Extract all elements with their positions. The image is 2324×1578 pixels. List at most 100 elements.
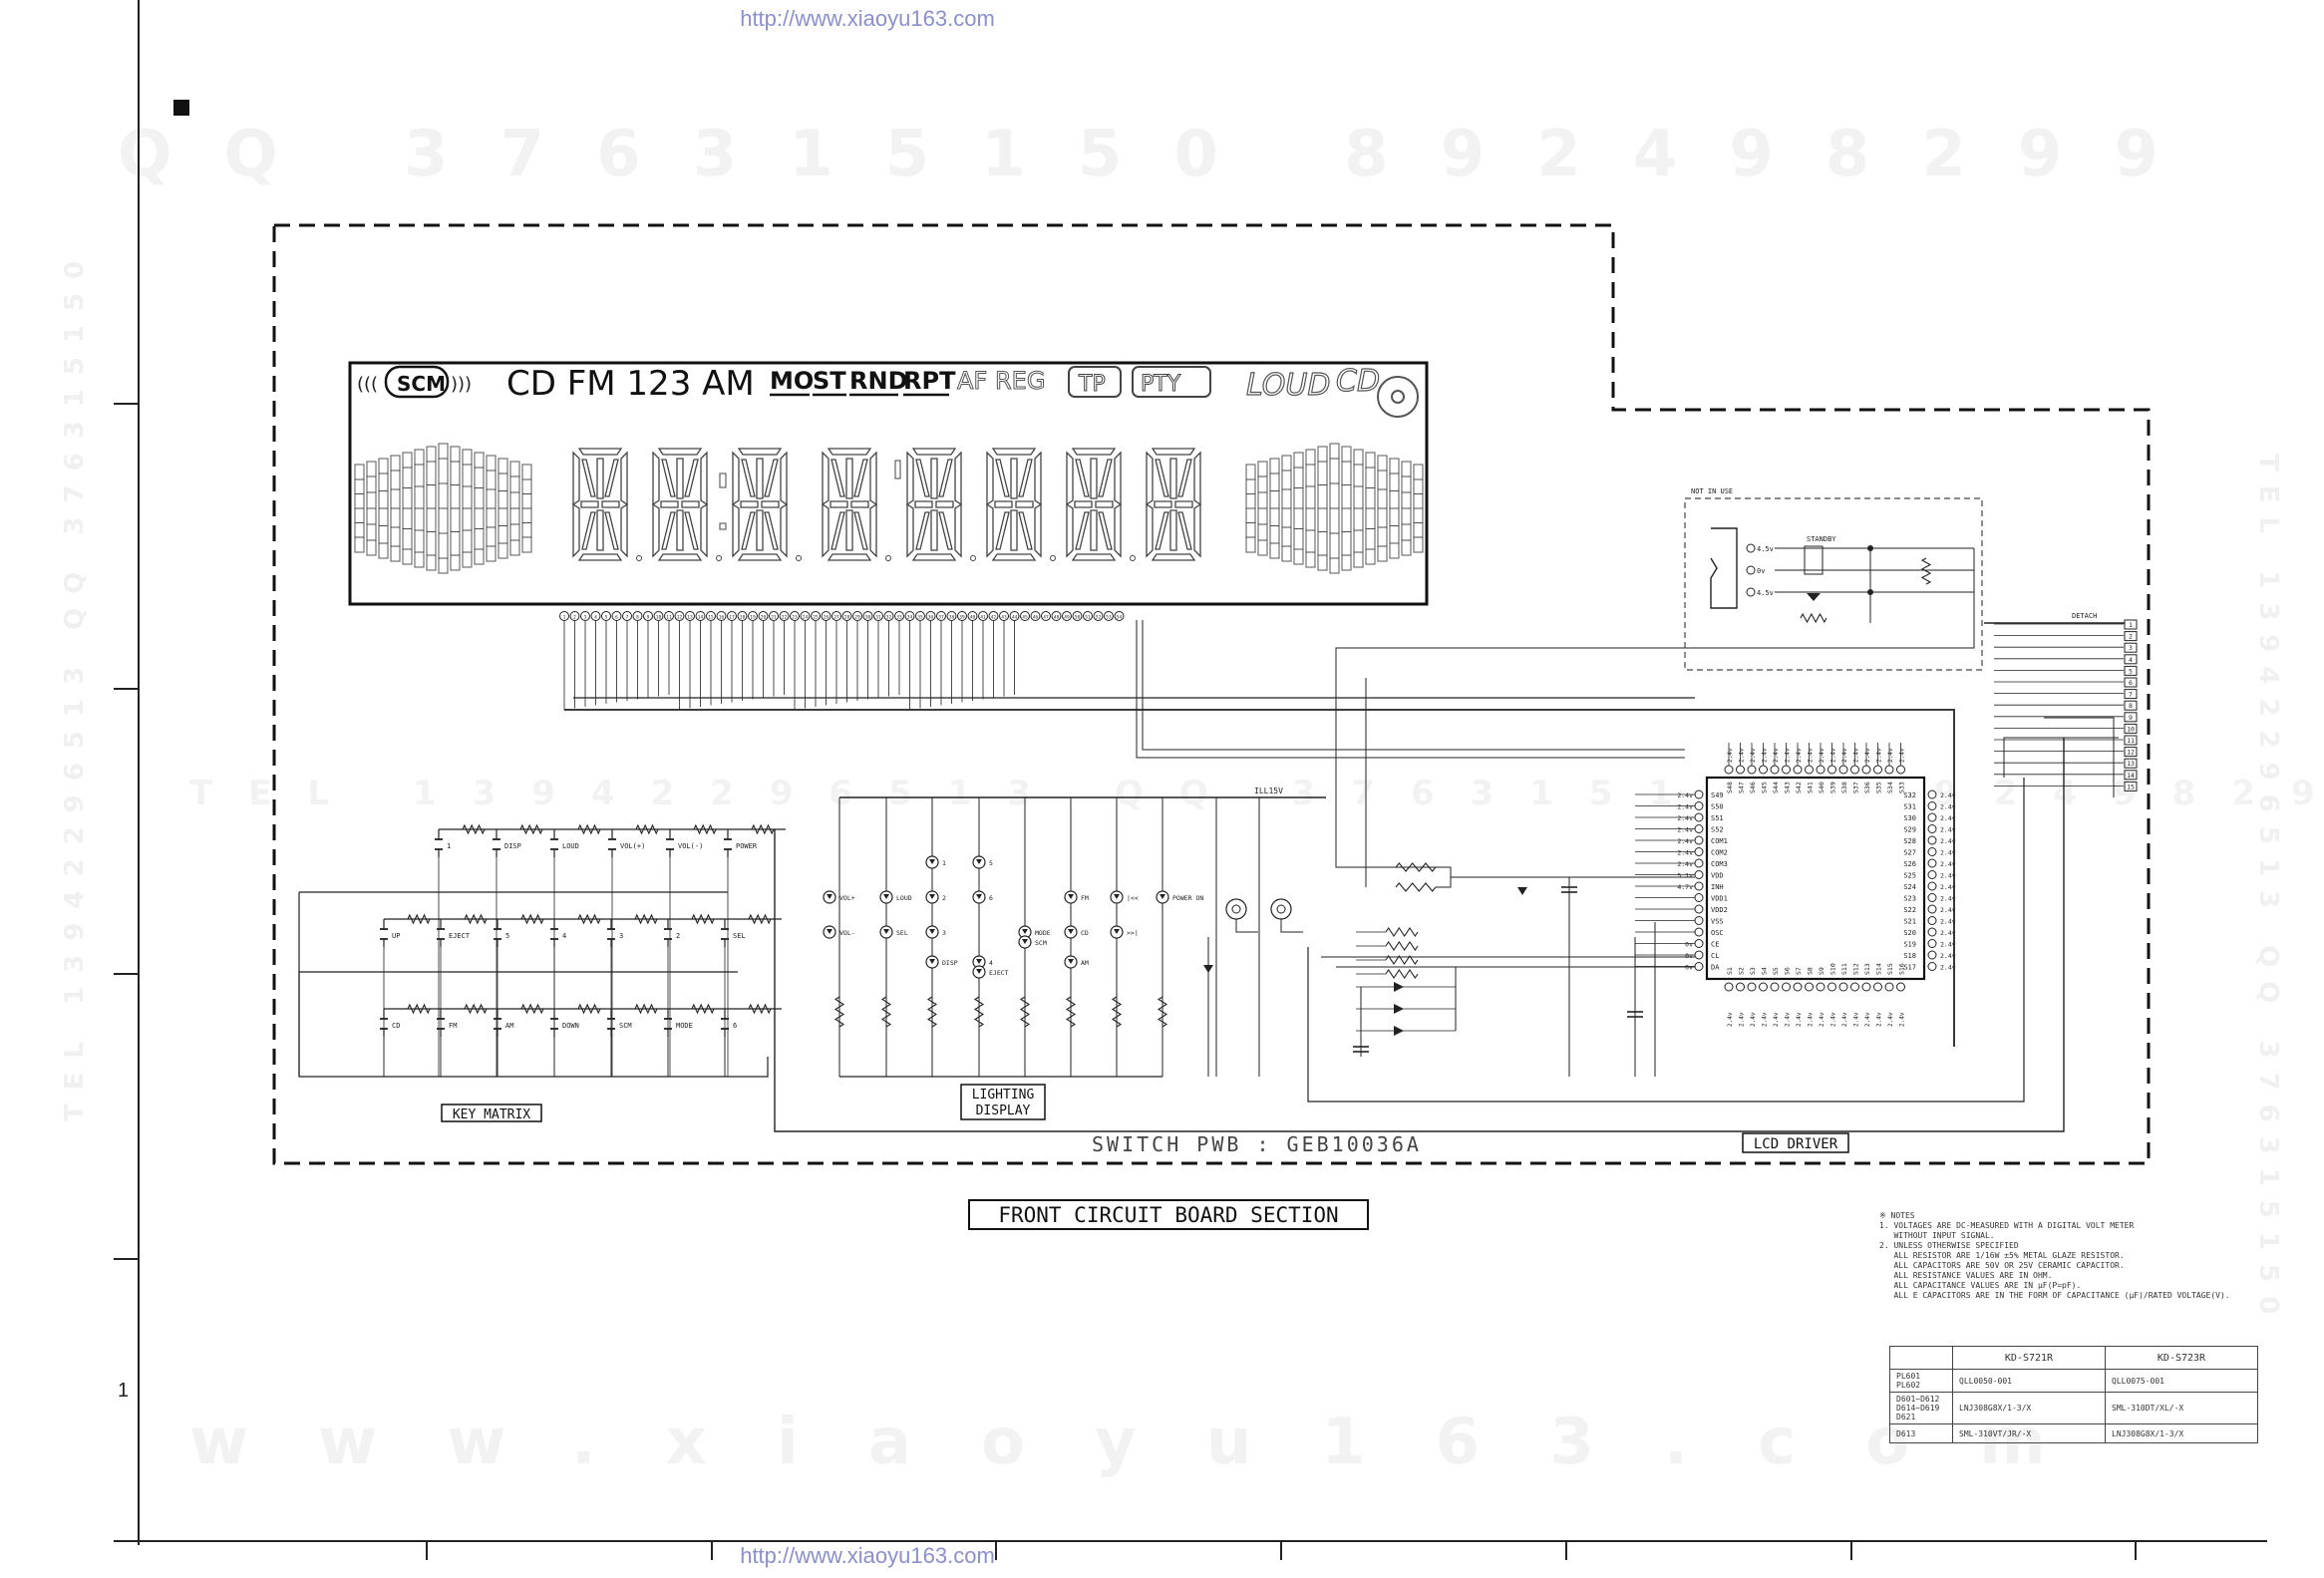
circuit-label: S15: [1886, 963, 1894, 975]
segment: [850, 500, 869, 508]
circuit-label: 51: [1085, 615, 1091, 621]
circuit-label: SEL: [896, 929, 908, 937]
segment: [676, 509, 684, 551]
circuit-label: 25: [813, 615, 819, 621]
circuit-label: 2.4v: [1940, 906, 1956, 914]
circuit-label: S52: [1711, 826, 1724, 834]
circuit-label: 37: [938, 615, 944, 621]
ic-pin: [1694, 847, 1704, 856]
circuit-label: 2.4v: [1773, 1012, 1780, 1027]
circuit-label: 42: [991, 615, 997, 621]
circuit-label: 6: [733, 1022, 737, 1030]
segment: [620, 451, 628, 506]
circuit-label: S14: [1875, 963, 1883, 975]
segment: [930, 509, 938, 551]
circuit-label: 2.4v: [1940, 952, 1956, 960]
circuit-label: COM3: [1711, 860, 1728, 868]
column-tick: [995, 1540, 997, 1560]
ribbon-wire: [1142, 620, 1685, 751]
scm-label: SCM: [397, 372, 446, 396]
circuit-label: 2.4v: [1899, 748, 1906, 763]
segment: [830, 511, 845, 550]
footer-url[interactable]: http://www.xiaoyu163.com: [740, 1543, 995, 1568]
resistor: [973, 996, 985, 1028]
lamp-filament: [1231, 904, 1241, 914]
resistor: [693, 823, 717, 835]
header-url[interactable]: http://www.xiaoyu163.com: [740, 6, 995, 31]
circuit-label: 2: [676, 932, 680, 940]
circuit-label: 2.4v: [1750, 1012, 1757, 1027]
segment: [764, 511, 779, 550]
connector-pin: [2124, 723, 2138, 734]
segment: [822, 502, 830, 558]
segment-digit: [822, 448, 877, 561]
led-arrow-icon: [929, 894, 935, 899]
ic-pin: [1927, 881, 1937, 891]
circuit-label: 2.4v: [1677, 814, 1693, 822]
circuit-label: 2.4v: [1677, 837, 1693, 845]
segment: [577, 448, 623, 456]
cd-logo: CD: [1336, 364, 1380, 399]
segment: [676, 458, 684, 499]
lcd-pin: [1072, 611, 1083, 621]
circuit-label: 14: [2127, 772, 2135, 780]
circuit-label: 54: [1117, 615, 1123, 621]
circuit-label: 0v: [1757, 567, 1765, 575]
column-tick: [1565, 1540, 1567, 1560]
tp-label: TP: [1078, 372, 1106, 397]
diode-icon: [1394, 982, 1404, 992]
ic-pin: [1896, 982, 1905, 992]
circuit-label: 1: [2129, 621, 2133, 629]
circuit-label: S46: [1749, 782, 1757, 793]
circuit-label: 7: [2129, 691, 2133, 699]
circuit-label: VOL+: [839, 894, 855, 902]
column-tick: [1280, 1540, 1282, 1560]
segment: [732, 451, 740, 506]
resistor: [635, 823, 659, 835]
segment: [756, 458, 764, 499]
segment: [845, 458, 853, 499]
ic-pin: [1694, 962, 1704, 971]
flag-rpt: RPT: [903, 367, 956, 395]
circuit-label: 3: [942, 929, 946, 937]
segment: [1015, 500, 1034, 508]
ic-pin: [1927, 789, 1937, 799]
ic-pin: [1927, 950, 1937, 960]
circuit-label: S4: [1761, 967, 1769, 975]
resistor: [1111, 996, 1123, 1028]
circuit-label: 2.4v: [1727, 1012, 1734, 1027]
lamp-lead: [1235, 919, 1258, 933]
lcd-pin: [1030, 611, 1041, 621]
circuit-label: 2.4v: [1739, 1012, 1746, 1027]
circuit-label: S36: [1863, 782, 1871, 793]
circuit-label: VDD: [1711, 872, 1724, 880]
segment: [869, 451, 877, 506]
segment: [681, 500, 700, 508]
decimal-point: [885, 555, 891, 561]
circuit-label: 2.4v: [1887, 1012, 1894, 1027]
segment: [986, 502, 994, 558]
resistor: [634, 913, 658, 925]
circuit-label: 9: [647, 615, 650, 621]
resistor: [691, 1003, 715, 1015]
segment: [657, 448, 703, 456]
led-arrow-icon: [976, 894, 982, 899]
segment: [1034, 451, 1042, 506]
ground-bus: [1307, 778, 2025, 1103]
ic-pin: [1861, 982, 1871, 992]
connector-pin: [2124, 631, 2138, 642]
ic-pin: [1694, 950, 1704, 960]
circuit-label: S27: [1903, 849, 1916, 857]
circuit-label: 45: [1022, 615, 1028, 621]
ic-pin: [1736, 765, 1745, 775]
ic-pin: [1694, 824, 1704, 833]
led-arrow-icon: [883, 894, 889, 899]
led-arrow-icon: [976, 969, 982, 974]
circuit-label: 15: [2127, 783, 2135, 790]
circuit-label: 2.4v: [1940, 791, 1956, 799]
resistor: [577, 823, 601, 835]
parts-header-cell: KD-S721R: [1952, 1346, 2106, 1370]
segment: [737, 448, 783, 456]
circuit-label: S18: [1903, 952, 1916, 960]
circuit-label: DETACH: [2072, 612, 2097, 620]
